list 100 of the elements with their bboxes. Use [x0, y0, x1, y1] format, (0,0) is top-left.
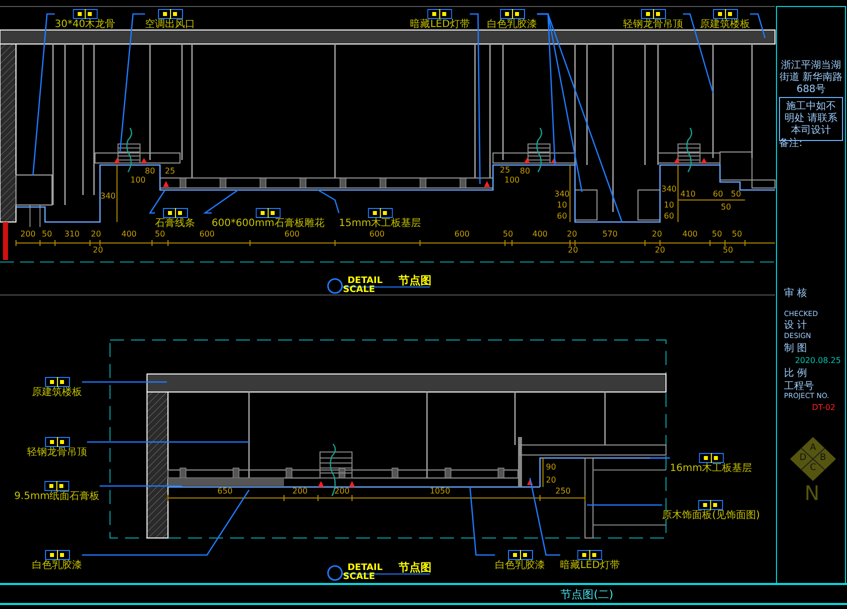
callout-label: 暗藏LED灯带 [560, 560, 620, 572]
leader-line [587, 504, 662, 506]
detail-title: DETAIL [347, 564, 383, 574]
dimension-text: 20 [568, 246, 578, 256]
title-block-text: 比 例 [784, 368, 808, 379]
dimension-text: 80 [520, 168, 530, 176]
title-block-text: 审 核 [784, 288, 808, 299]
dimension-text: 600 [454, 230, 470, 240]
callout-label: 轻钢龙骨吊顶 [27, 447, 87, 459]
dimension-text: 1050 [430, 488, 450, 496]
detail-title: 节点图 [398, 562, 432, 574]
callout-label: 30*40木龙骨 [54, 19, 116, 31]
leader-line [82, 490, 250, 556]
leader-line [318, 189, 340, 214]
dimension-text: 20 [90, 230, 102, 240]
dimension-text: 400 [532, 230, 548, 240]
leader-line [750, 13, 766, 38]
leader-line [32, 13, 55, 176]
dimension-text: 50 [42, 230, 52, 240]
dimension-text: 20 [654, 246, 666, 256]
dimension-text: 200 [334, 488, 350, 496]
compass-letter: A [810, 444, 816, 454]
leader-line [87, 441, 249, 443]
dimension-text: 10 [556, 202, 568, 210]
dimension-text: 60 [664, 212, 674, 222]
dimension-text: 600 [369, 230, 385, 240]
leader-line [469, 486, 495, 556]
callout-label: 原建筑楼板 [32, 387, 82, 399]
callout-label: 白色乳胶漆 [487, 19, 537, 31]
dimension-text: 650 [217, 488, 233, 496]
dimension-text: 20 [566, 230, 578, 240]
leader-line [100, 485, 182, 487]
drawing-number: DT-02 [812, 404, 836, 413]
dimension-text: 100 [504, 176, 520, 186]
dimension-text: 20 [92, 246, 104, 256]
dimension-text: 50 [712, 230, 722, 240]
detail-title: SCALE [343, 573, 375, 583]
dimension-text: 410 [680, 190, 696, 200]
callout-label: 轻钢龙骨吊顶 [623, 19, 683, 31]
dimension-text: 100 [130, 176, 146, 186]
dimension-text: 50 [722, 246, 734, 256]
callout-label: 600*600mm石膏板雕花 [212, 218, 324, 230]
callout-label: 白色乳胶漆 [32, 560, 82, 572]
date-text: 2020.08.25 [795, 357, 841, 366]
dimension-text: 340 [554, 190, 570, 200]
address-text: 浙江平湖当湖街道 新华南路688号 [779, 60, 843, 96]
leader-line [529, 478, 560, 556]
dimension-text: 10 [664, 202, 674, 210]
dimension-text: 20 [652, 230, 662, 240]
dimension-text: 200 [20, 230, 36, 240]
dimension-text: 600 [199, 230, 215, 240]
callout-label: 暗藏LED灯带 [410, 19, 470, 31]
detail-title: 节点图 [398, 274, 432, 288]
callout-label: 空调出风口 [145, 19, 195, 31]
dimension-text: 50 [720, 204, 732, 212]
dimension-text: 90 [546, 464, 556, 472]
leader-line [537, 13, 623, 222]
callout-label: 原木饰面板(见饰面图) [662, 510, 760, 522]
dimension-text: 80 [144, 168, 156, 176]
callout-label: 白色乳胶漆 [495, 560, 545, 572]
callout-label: 石膏线条 [155, 218, 195, 230]
dimension-text: 400 [121, 230, 137, 240]
dimension-text: 60 [712, 190, 724, 200]
dimension-text: 250 [555, 488, 571, 496]
callout-label: 原建筑楼板 [700, 19, 750, 31]
leader-line [683, 13, 714, 94]
leader-line [119, 13, 145, 152]
dimension-text: 25 [500, 166, 510, 176]
north-letter: N [804, 482, 820, 504]
compass-letter: D [800, 454, 806, 464]
dimension-text: 340 [661, 186, 677, 194]
callout-label: 16mm木工板基层 [670, 463, 752, 475]
drawing-caption: 节点图(二) [560, 588, 614, 602]
callout-label: 9.5mm纸面石膏板 [14, 491, 100, 503]
title-block-text: 设 计 [784, 320, 808, 331]
leader-line [82, 381, 167, 383]
title-block-text: 工程号 [784, 381, 814, 392]
dimension-text: 200 [292, 488, 308, 496]
dimension-text: 310 [64, 230, 80, 240]
leader-line [650, 457, 670, 459]
dimension-text: 50 [732, 230, 742, 240]
dimension-text: 25 [164, 168, 176, 176]
title-block-text: 备注: [779, 138, 802, 149]
dimension-text: 20 [546, 476, 556, 486]
dimension-text: 340 [100, 192, 116, 202]
compass-letter: C [810, 464, 816, 474]
detail-title: DETAIL [347, 277, 383, 286]
dimension-text: 600 [284, 230, 300, 240]
dimension-text: 50 [730, 190, 742, 200]
dimension-text: 60 [556, 212, 568, 222]
dimension-text: 50 [502, 230, 514, 240]
leader-line [202, 189, 238, 214]
compass-letter: B [820, 454, 826, 464]
title-block-text: 制 图 [784, 343, 808, 354]
detail-title: SCALE [343, 286, 375, 296]
callout-label: 15mm木工板基层 [338, 218, 422, 230]
dimension-text: 50 [154, 230, 166, 240]
leader-line [148, 190, 166, 214]
dimension-text: 400 [682, 230, 698, 240]
dimension-text: 570 [602, 230, 618, 240]
